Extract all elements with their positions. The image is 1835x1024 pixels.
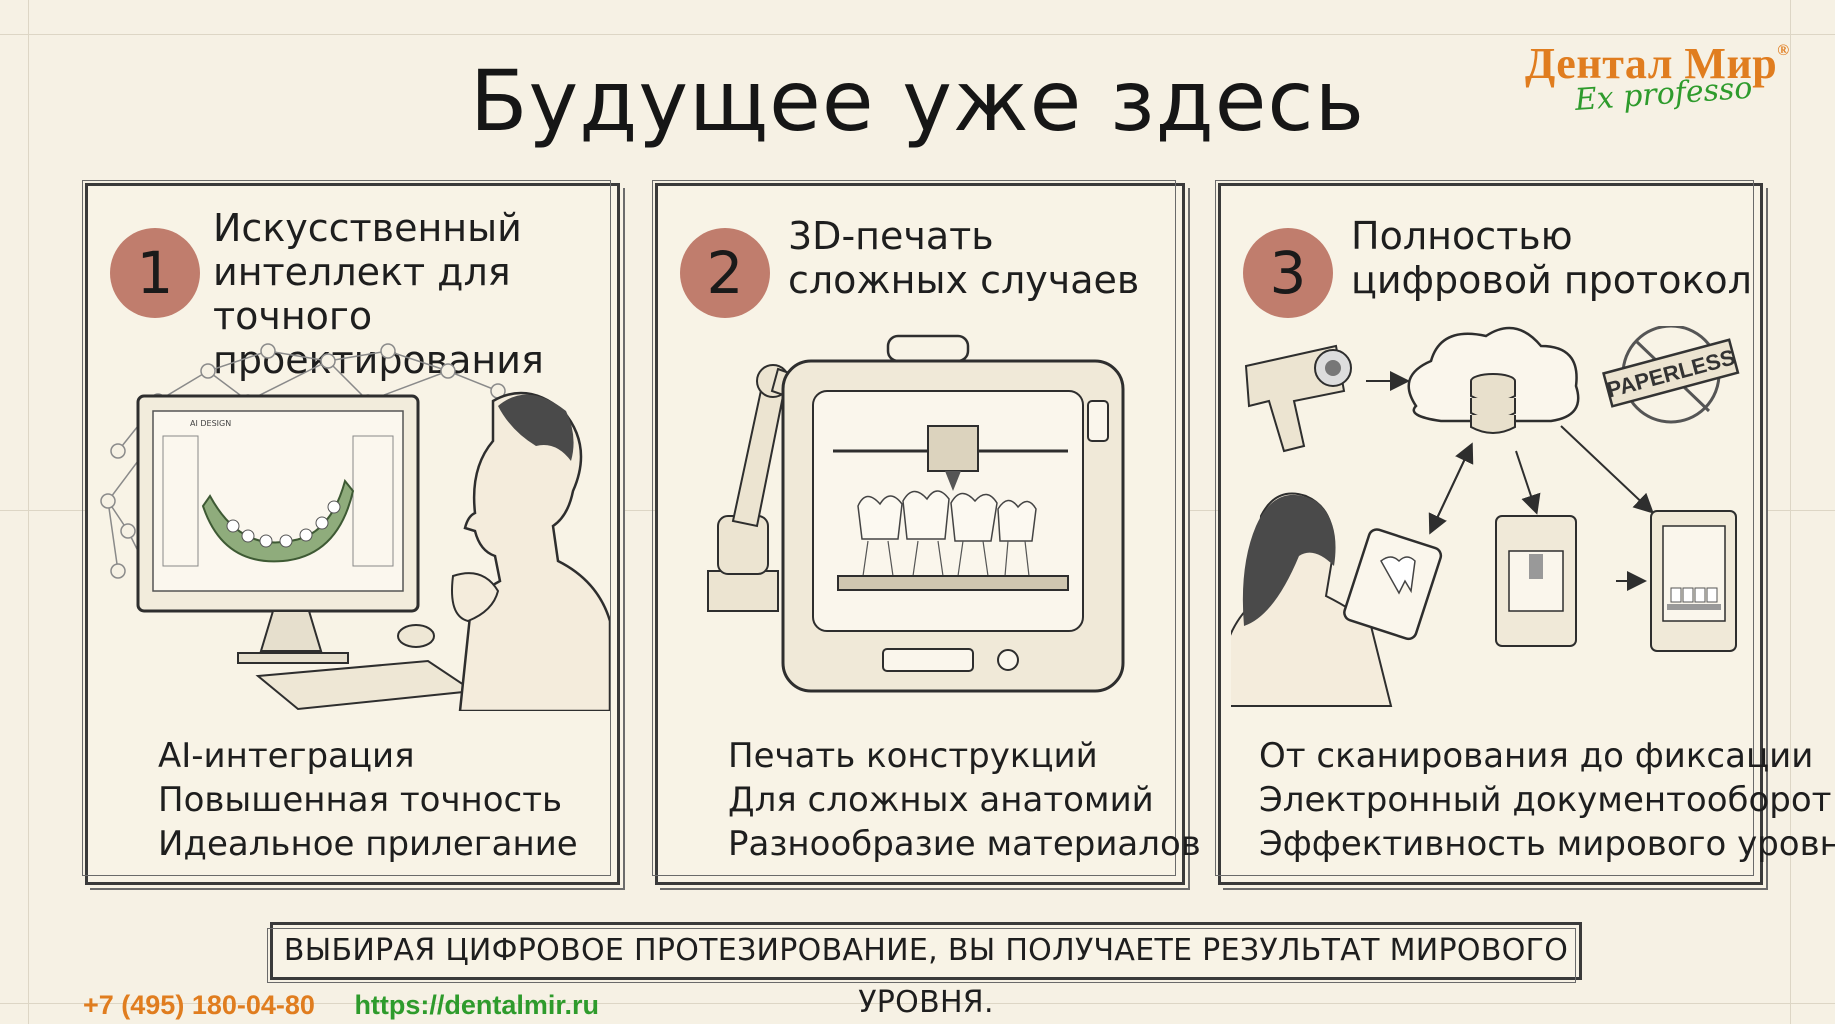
panel-bullets: От сканирования до фиксации Электронный … [1259, 734, 1835, 866]
bullet-item: Электронный документооборот [1259, 780, 1832, 820]
grid-line [1790, 0, 1791, 1024]
paperless-stamp: PAPERLESS [1604, 344, 1738, 402]
bullet-item: AI-интеграция [158, 736, 415, 776]
panel-heading: 3D-печать сложных случаев [788, 214, 1140, 302]
panel-heading: Полностью цифровой протокол [1351, 214, 1752, 302]
phone-link[interactable]: +7 (495) 180-04-80 [83, 990, 315, 1020]
digital-workflow-icon: PAPERLESS [1231, 326, 1740, 707]
conclusion-banner: ВЫБИРАЯ ЦИФРОВОЕ ПРОТЕЗИРОВАНИЕ, ВЫ ПОЛУ… [267, 922, 1582, 1020]
step-number: 1 [110, 228, 200, 318]
bullet-item: От сканирования до фиксации [1259, 736, 1814, 776]
panel-heading: Искусственный интеллект для точного прое… [213, 206, 544, 382]
page-title: Будущее уже здесь [469, 52, 1366, 150]
bullet-item: Повышенная точность [158, 780, 563, 820]
grid-line [28, 0, 29, 1024]
panel-digital-protocol: 3 Полностью цифровой протокол PAPERLESS [1215, 180, 1835, 885]
bullet-item: Эффективность мирового уровня [1259, 824, 1835, 864]
grid-line [0, 34, 1835, 35]
brand-logo: Дентал Мир® Ex professo [1525, 38, 1815, 128]
step-number: 2 [680, 228, 770, 318]
contacts: +7 (495) 180-04-80 https://dentalmir.ru [83, 990, 599, 1021]
3d-printer-icon [707, 334, 1125, 693]
logo-name: Дентал Мир® [1525, 39, 1790, 88]
panel-3d-print: 2 3D-печать сложных случаев [652, 180, 1201, 885]
bullet-item: Для сложных анатомий [728, 780, 1154, 820]
screen-label: AI DESIGN [190, 419, 231, 428]
panel-bullets: AI-интеграция Повышенная точность Идеаль… [158, 734, 578, 866]
doctor-ai-design-icon: AI DESIGN [100, 343, 610, 711]
panel-ai: 1 Искусственный интеллект для точного пр… [82, 180, 620, 885]
bullet-item: Разнообразие материалов [728, 824, 1201, 864]
bullet-item: Идеальное прилегание [158, 824, 578, 864]
bullet-item: Печать конструкций [728, 736, 1098, 776]
step-number: 3 [1243, 228, 1333, 318]
panel-bullets: Печать конструкций Для сложных анатомий … [728, 734, 1201, 866]
grid-line [0, 1003, 1835, 1004]
website-link[interactable]: https://dentalmir.ru [354, 990, 599, 1020]
